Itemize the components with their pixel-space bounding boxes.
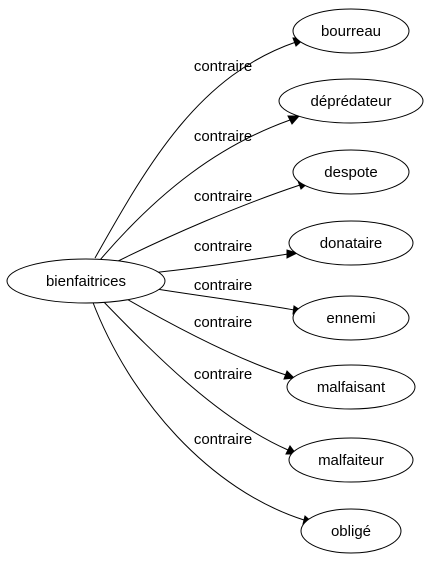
edge-label: contraire xyxy=(194,277,252,294)
edge-labels: contraire contraire contraire contraire … xyxy=(194,58,252,448)
target-node-malfaiteur: malfaiteur xyxy=(288,437,414,483)
node-label: malfaiteur xyxy=(318,452,384,469)
edges xyxy=(91,41,305,521)
node-shape xyxy=(288,437,414,483)
target-node-bourreau: bourreau xyxy=(292,8,410,54)
target-node-donataire: donataire xyxy=(288,220,414,266)
edge-malfaisant xyxy=(117,293,287,376)
node-label: bourreau xyxy=(321,23,381,40)
node-label: malfaisant xyxy=(317,379,386,396)
center-node: bienfaitrices xyxy=(6,258,166,304)
center-node-label: bienfaitrices xyxy=(46,273,126,290)
edge-label: contraire xyxy=(194,58,252,75)
node-shape xyxy=(292,149,410,195)
node-label: déprédateur xyxy=(311,93,392,110)
node-label: donataire xyxy=(320,235,383,252)
edge-label: contraire xyxy=(194,238,252,255)
arrowhead-deprédateur xyxy=(287,115,301,125)
edge-despote xyxy=(109,184,301,266)
arrowhead-donataire xyxy=(286,249,299,259)
target-node-malfaisant: malfaisant xyxy=(286,364,416,410)
node-label: despote xyxy=(324,164,377,181)
node-shape xyxy=(300,508,402,554)
node-shape xyxy=(292,8,410,54)
arrowhead-malfaisant xyxy=(283,370,296,380)
edge-malfaiteur xyxy=(99,297,289,451)
target-node-depredateur: déprédateur xyxy=(278,78,424,124)
center-node-shape xyxy=(6,258,166,304)
node-label: ennemi xyxy=(326,310,375,327)
edge-label: contraire xyxy=(194,128,252,145)
node-shape xyxy=(288,220,414,266)
edge-oblige xyxy=(91,299,305,521)
edge-label: contraire xyxy=(194,366,252,383)
edge-deprédateur xyxy=(99,119,291,261)
target-node-despote: despote xyxy=(292,149,410,195)
edge-label: contraire xyxy=(194,314,252,331)
edge-ennemi xyxy=(149,287,295,311)
node-label: obligé xyxy=(331,523,371,540)
node-shape xyxy=(286,364,416,410)
edge-label: contraire xyxy=(194,431,252,448)
node-shape xyxy=(278,78,424,124)
edge-donataire xyxy=(149,253,289,274)
edge-label: contraire xyxy=(194,188,252,205)
target-node-oblige: obligé xyxy=(300,508,402,554)
target-node-ennemi: ennemi xyxy=(292,295,410,341)
node-shape xyxy=(292,295,410,341)
edge-bourreau xyxy=(94,41,297,259)
